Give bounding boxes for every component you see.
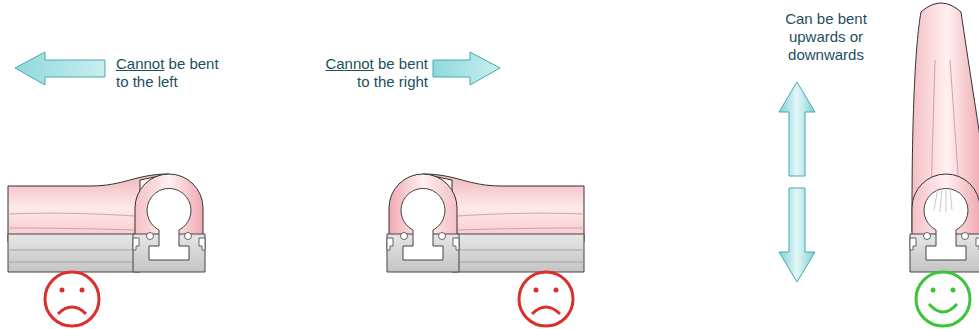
arrow-up bbox=[779, 82, 815, 176]
led-profile bbox=[387, 174, 584, 272]
happy-face bbox=[916, 272, 970, 326]
led-profile bbox=[910, 3, 979, 272]
arrow-right bbox=[433, 52, 500, 85]
bend-note: Cannot be bent to the left bbox=[116, 55, 226, 91]
bend-note: Can be bent upwards or downwards bbox=[776, 10, 876, 64]
arrow-down bbox=[779, 188, 815, 282]
bend-note: Cannot be bent to the right bbox=[313, 55, 428, 91]
sad-face bbox=[519, 272, 573, 326]
sad-face bbox=[45, 272, 99, 326]
led-profile bbox=[8, 174, 205, 272]
arrow-left bbox=[15, 52, 105, 85]
